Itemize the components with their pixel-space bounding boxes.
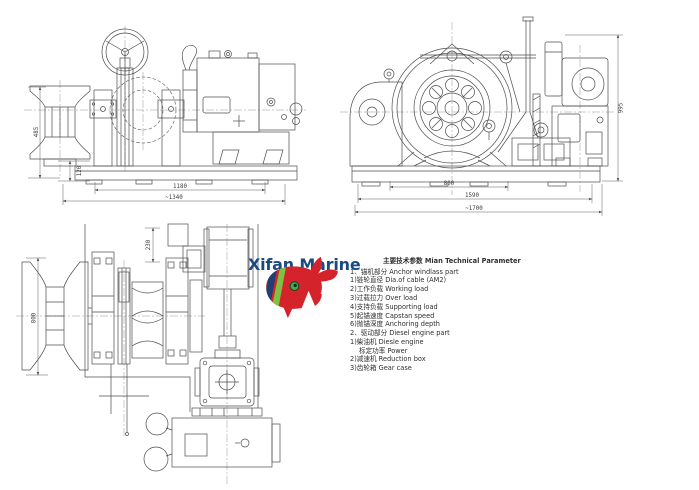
whale-logo-icon bbox=[266, 256, 338, 319]
parameters-title: 主要技术参数 Mian Technical Parameter bbox=[383, 257, 521, 265]
parameter-item: 4)支持负载 Supporting load bbox=[350, 302, 438, 311]
brand-name: Xifan Marine bbox=[248, 255, 361, 274]
dim-485-label: 485 bbox=[34, 126, 40, 137]
centerlines bbox=[24, 26, 306, 176]
plan-dimensions: 230 800 bbox=[26, 227, 160, 376]
dim-230-label: 230 bbox=[146, 239, 152, 250]
parameter-item: 2)工作负载 Working load bbox=[350, 285, 429, 294]
bedplate bbox=[351, 165, 601, 187]
dim-995-label: 995 bbox=[619, 102, 625, 113]
chain-wheel bbox=[391, 43, 513, 169]
brake-column-and-rods bbox=[99, 267, 149, 436]
dim-1590-label: 1590 bbox=[465, 193, 479, 199]
dim-1700-label: ~1700 bbox=[465, 206, 483, 212]
bearing-stands bbox=[91, 251, 203, 365]
dim-800-plan-label: 800 bbox=[32, 312, 38, 323]
parameter-item: 1、锚机部分 Anchor windlass part bbox=[350, 267, 459, 276]
technical-parameters: 主要技术参数 Mian Technical Parameter 1、锚机部分 A… bbox=[350, 257, 521, 374]
end-elevation-drawing: 800 1590 ~1700 995 bbox=[340, 16, 625, 216]
diesel-engine bbox=[181, 45, 303, 165]
dim-1340-label: ~1340 bbox=[165, 195, 183, 201]
parameter-item: 3)齿轮箱 Gear case bbox=[350, 364, 412, 373]
dim-1180-label: 1180 bbox=[173, 184, 187, 190]
hydraulic-motor bbox=[182, 226, 254, 359]
frame-outline bbox=[84, 223, 259, 412]
parameter-item: 1)柴油机 Diesle engine bbox=[350, 337, 424, 346]
bearing-stands bbox=[89, 89, 185, 167]
front-elevation-drawing: 485 120 1180 ~1340 bbox=[24, 26, 306, 205]
parameter-item: 6)抛锚深度 Anchoring depth bbox=[350, 320, 440, 329]
front-dimensions: 485 120 1180 ~1340 bbox=[28, 86, 286, 205]
capstan-head bbox=[21, 261, 92, 371]
brake-column bbox=[116, 67, 134, 167]
capstan-drum bbox=[29, 85, 91, 167]
clutch-linkage bbox=[420, 16, 539, 153]
brand-logo: Xifan Marine bbox=[248, 255, 361, 319]
parameter-item: 3)过载拉力 Over load bbox=[350, 293, 418, 302]
chain-wheel-pockets bbox=[131, 281, 164, 359]
diesel-engine-plan bbox=[143, 412, 281, 472]
gear-housing bbox=[349, 68, 403, 167]
reduction-gearbox bbox=[191, 357, 263, 417]
centerlines bbox=[16, 224, 228, 484]
coupling-assembly bbox=[482, 93, 571, 167]
centerlines bbox=[340, 22, 614, 195]
dim-800-label: 800 bbox=[444, 181, 455, 187]
parameter-item: 2、驱动部分 Diesel engine part bbox=[350, 329, 450, 338]
parameter-item: 1)链轮直径 Dia.of cable (AM2) bbox=[350, 276, 447, 285]
parameter-item: 5)起锚速度 Capstan speed bbox=[350, 311, 435, 320]
dim-120-label: 120 bbox=[77, 165, 83, 176]
parameter-item: 2)减速机 Reduction box bbox=[350, 355, 426, 364]
chain-wheel-hidden bbox=[109, 76, 177, 144]
parameter-item: 标定功率 Power bbox=[359, 346, 408, 355]
side-dimensions: 800 1590 ~1700 995 bbox=[354, 34, 625, 216]
diesel-engine-end bbox=[544, 41, 609, 167]
bedplate bbox=[74, 165, 298, 185]
plan-view-drawing: 230 800 bbox=[16, 223, 281, 484]
